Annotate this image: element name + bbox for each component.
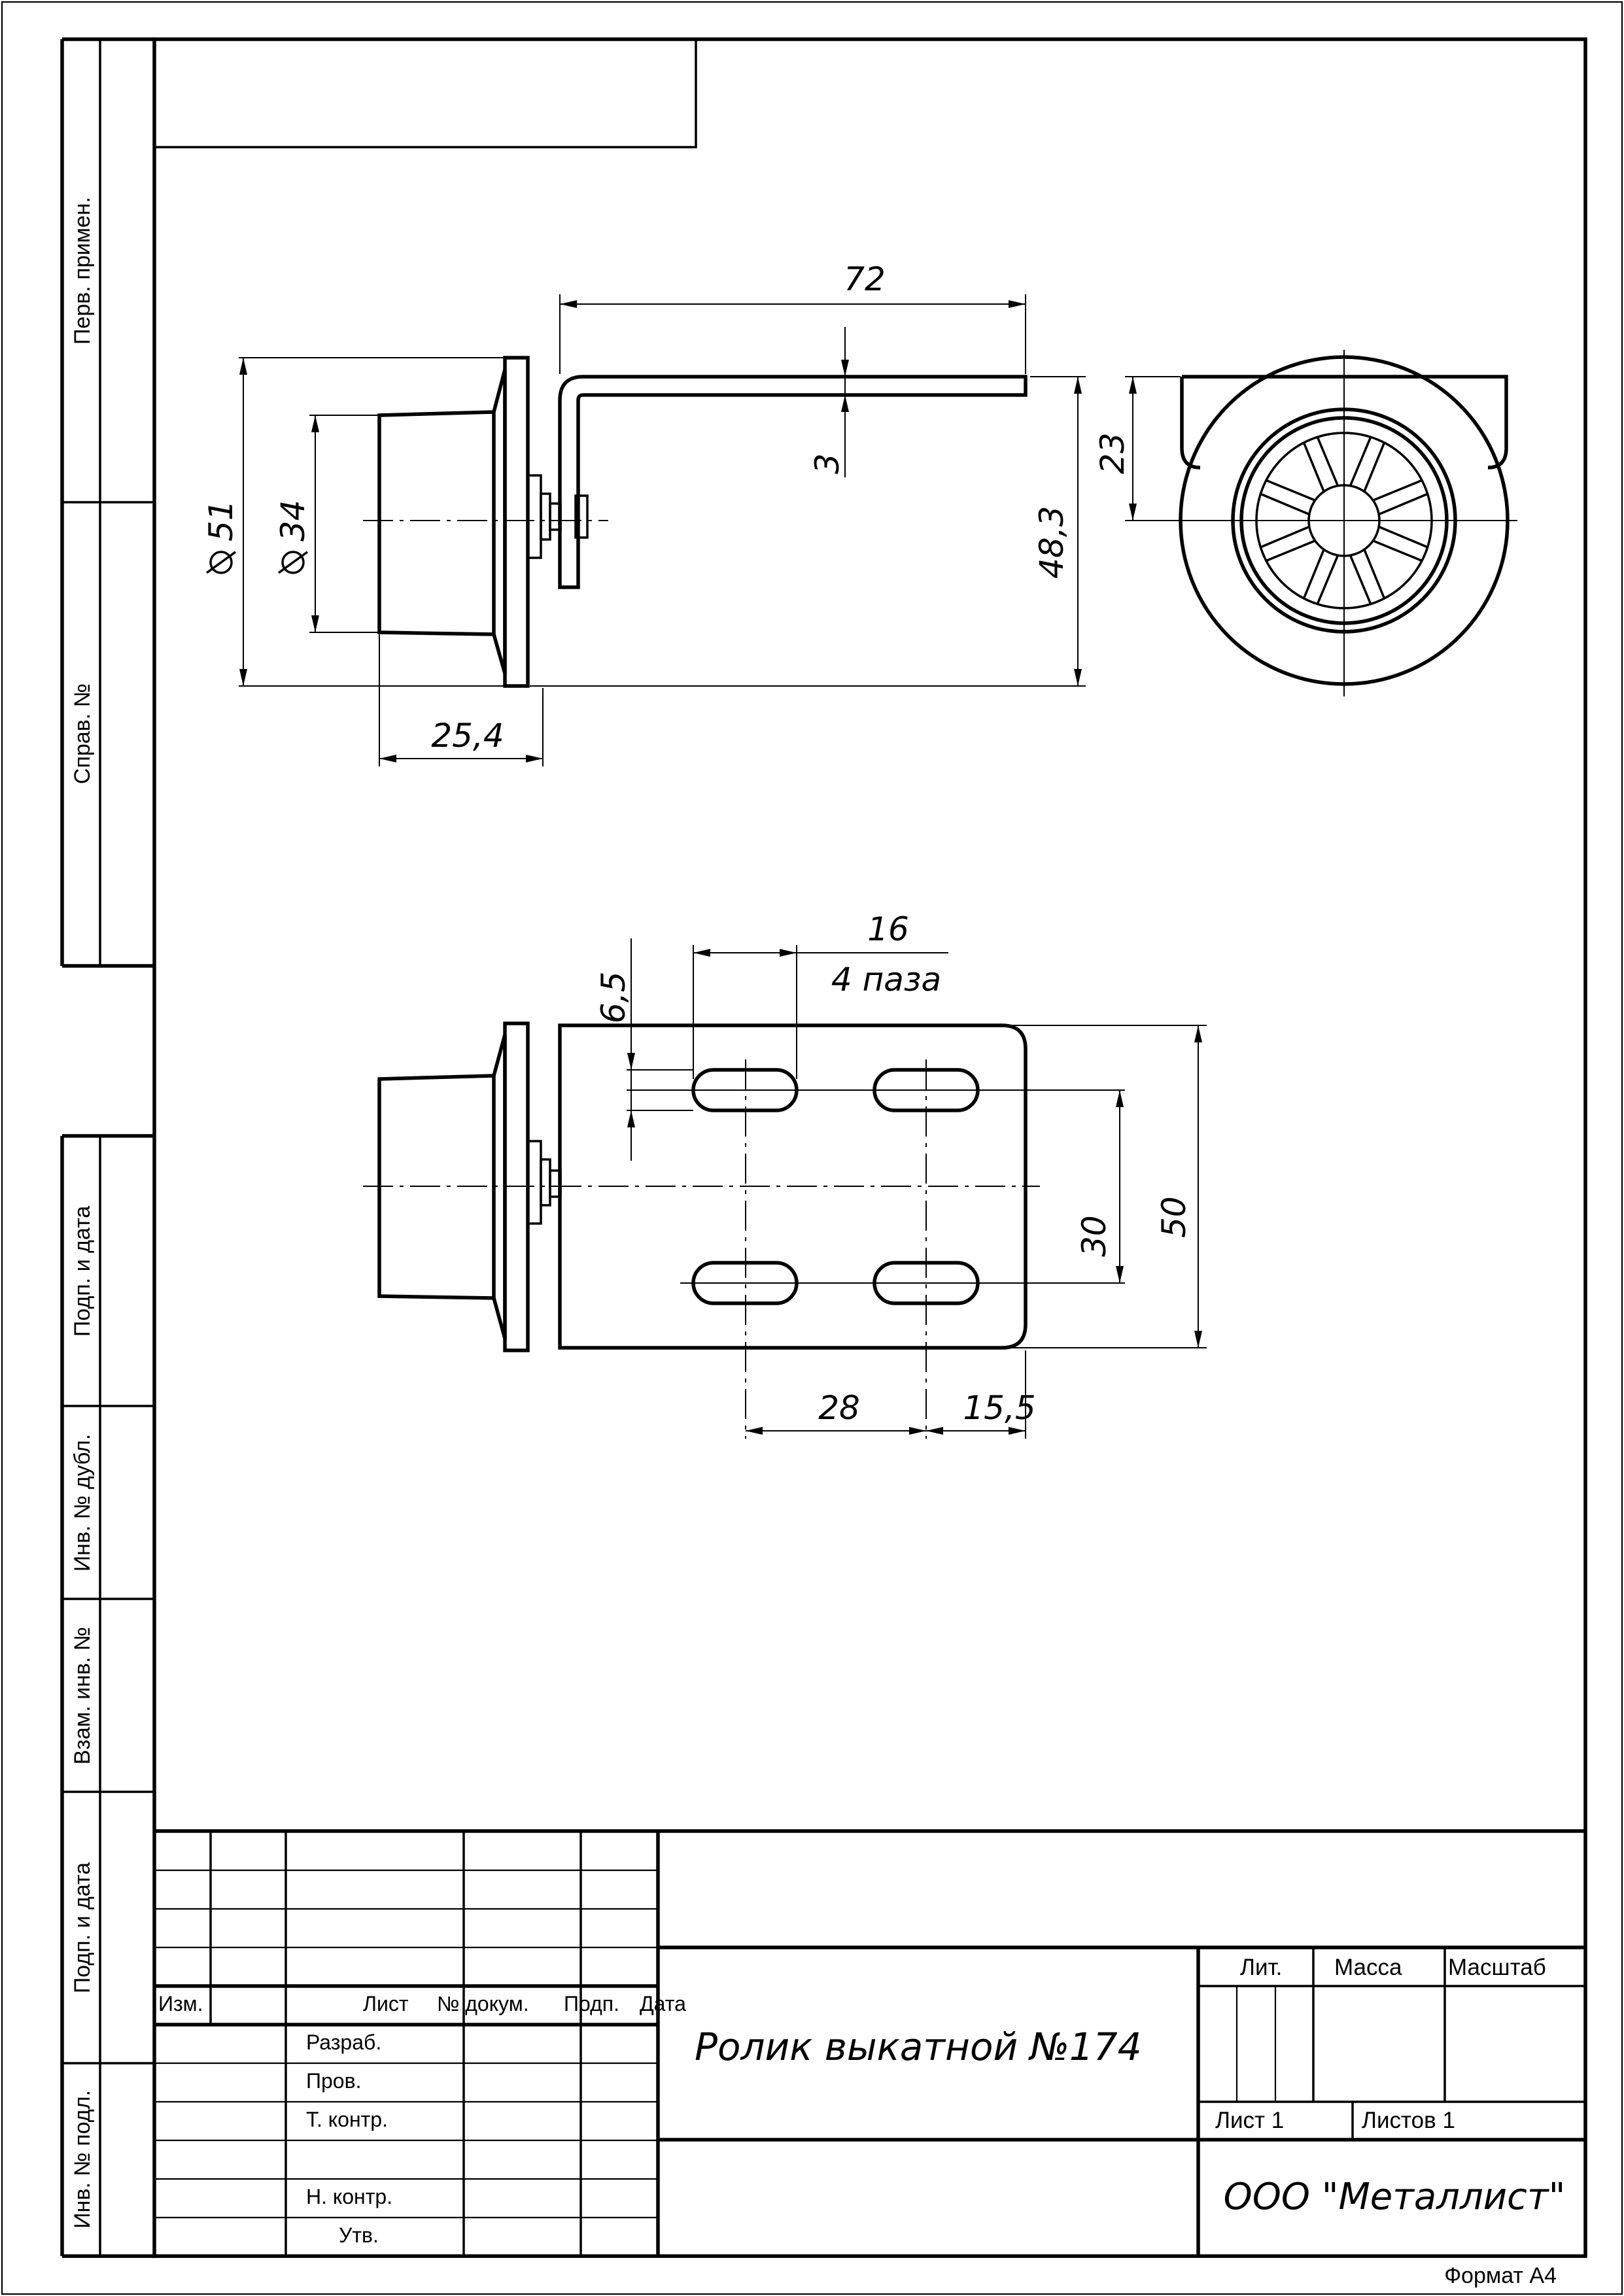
wheel-spoke-edge	[1316, 555, 1339, 605]
tb-sheets: Листов 1	[1362, 2108, 1455, 2133]
tb-data: Дата	[640, 1992, 686, 2015]
tb-list: Лист	[363, 1992, 409, 2015]
wheel-spoke-edge	[1349, 555, 1372, 605]
tb-podp: Подп.	[564, 1992, 619, 2015]
dim-28	[746, 1427, 926, 1435]
side-label-sprav-no: Справ. №	[70, 683, 95, 784]
side-label-inv-podl: Инв. № подл.	[70, 2090, 95, 2229]
wheel-spoke-edge	[1363, 549, 1386, 599]
dim-dia-34-label: 34	[274, 500, 312, 541]
dim-dia-51	[239, 357, 505, 687]
dim-48-3-label: 48,3	[1033, 506, 1071, 579]
dim-23	[1125, 376, 1181, 521]
diameter-symbol-51	[205, 551, 237, 574]
dim-6-5	[627, 938, 693, 1161]
dim-25-4-label: 25,4	[431, 717, 504, 755]
wheel-spoke-edge	[1349, 436, 1372, 487]
dim-16-label: 16	[867, 910, 909, 948]
side-label-podp-data-1: Подп. и дата	[70, 1206, 95, 1337]
dim-3-label: 3	[808, 453, 846, 474]
tb-t-kontr: Т. контр.	[306, 2108, 388, 2131]
wheel-spoke-edge	[1260, 492, 1310, 516]
left-side-strip	[60, 37, 154, 2258]
diameter-symbol-34	[277, 551, 309, 574]
tb-razrab: Разраб.	[306, 2030, 381, 2054]
drawing-frame	[152, 37, 1587, 2258]
dim-3	[841, 327, 849, 477]
tb-izm: Изм.	[158, 1992, 203, 2015]
dim-50-label: 50	[1155, 1196, 1193, 1238]
tb-masshtab: Масштаб	[1448, 1955, 1546, 1980]
wheel-spoke-edge	[1363, 442, 1386, 492]
wheel-spoke-edge	[1302, 442, 1325, 492]
side-label-vzam-inv: Взам. инв. №	[70, 1627, 95, 1765]
wheel-spoke-edge	[1372, 479, 1423, 502]
dim-6-5-label: 6,5	[595, 971, 632, 1023]
drawing-title: Ролик выкатной №174	[695, 2025, 1142, 2069]
slots-note: 4 паза	[831, 961, 941, 999]
side-label-inv-dubl: Инв. № дубл.	[70, 1434, 95, 1572]
wheel-spoke-edge	[1372, 540, 1423, 562]
dim-30	[1116, 1090, 1124, 1283]
dim-25-4	[379, 634, 544, 766]
dim-72-label: 72	[844, 260, 886, 298]
side-label-podp-data-2: Подп. и дата	[70, 1862, 95, 1993]
company-name: ООО "Металлист"	[1224, 2176, 1566, 2218]
tb-n-kontr: Н. контр.	[306, 2185, 392, 2208]
dim-15-5-label: 15,5	[963, 1389, 1035, 1427]
dim-23-label: 23	[1094, 432, 1132, 474]
dim-48-3	[530, 376, 1086, 687]
dim-30-label: 30	[1075, 1215, 1113, 1257]
tb-prov: Пров.	[306, 2069, 361, 2093]
dim-50	[1011, 1025, 1207, 1348]
tb-lit: Лит.	[1240, 1955, 1282, 1980]
format-label: Формат А4	[1444, 2263, 1557, 2288]
front-view	[363, 1021, 1125, 1439]
side-label-perv-primen: Перв. примен.	[70, 197, 95, 345]
dim-15-5	[926, 1350, 1026, 1439]
dim-dia-51-label: 51	[202, 500, 240, 541]
dim-dia-34	[309, 415, 379, 633]
end-view-wheel	[1174, 350, 1517, 696]
wheel-spoke-edge	[1316, 436, 1339, 487]
tb-no-dokum: № докум.	[437, 1992, 529, 2015]
title-block-grid	[154, 1829, 1585, 2256]
side-view	[363, 356, 1028, 688]
dim-72	[559, 294, 1026, 374]
wheel-spoke-edge	[1266, 479, 1316, 502]
wheel-spoke-edge	[1260, 525, 1310, 549]
wheel-spoke-edge	[1302, 549, 1325, 599]
wheel-spoke-edge	[1378, 525, 1428, 549]
tb-massa: Масса	[1334, 1955, 1402, 1980]
wheel-spoke-edge	[1378, 492, 1428, 516]
tb-utv: Утв.	[339, 2223, 379, 2247]
tb-sheet: Лист 1	[1215, 2108, 1284, 2133]
dim-28-label: 28	[818, 1389, 860, 1427]
wheel-spoke-edge	[1266, 540, 1316, 562]
top-left-stamp-box	[153, 38, 697, 148]
dim-16	[693, 945, 948, 1079]
